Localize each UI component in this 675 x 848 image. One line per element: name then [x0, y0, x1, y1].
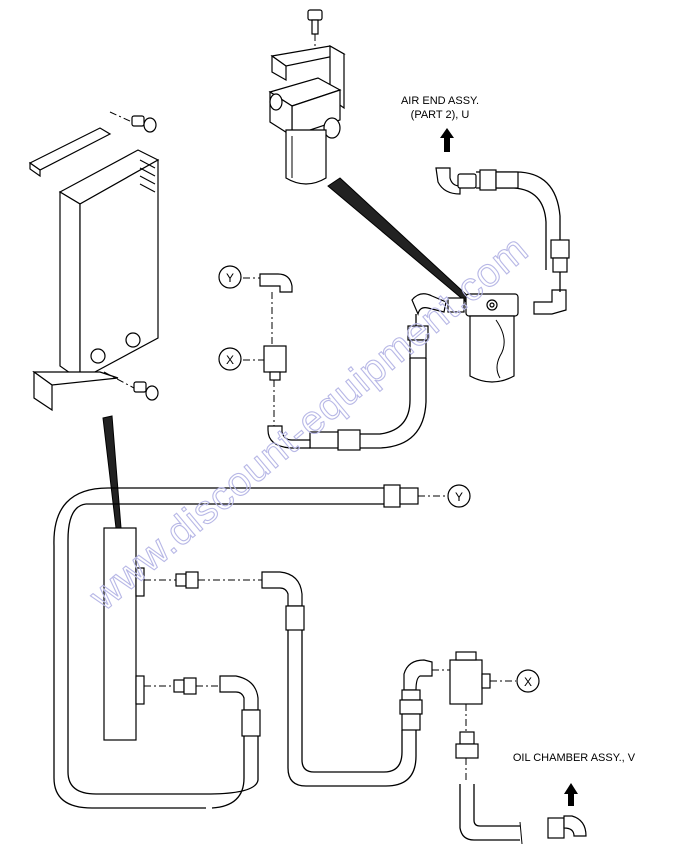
return-hose-to-y [53, 484, 446, 809]
callout-y-top-label: Y [226, 271, 234, 285]
callout-y-top: Y [218, 265, 242, 289]
cooler-schematic-block [103, 527, 145, 741]
xy-tee-lower [399, 651, 523, 845]
oil-chamber-elbow-fitting [547, 815, 587, 839]
air-end-elbow-fitting [435, 167, 477, 195]
cooler-upper-port-hose [144, 571, 417, 787]
callout-x-bottom-label: X [524, 675, 532, 689]
callout-y-bottom-label: Y [455, 490, 463, 504]
air-end-arrow [440, 128, 454, 152]
air-end-label-line2: (PART 2), U [411, 109, 470, 121]
oil-chamber-arrow [564, 783, 578, 806]
oil-filter-assembly [411, 289, 567, 383]
air-end-label-line1: AIR END ASSY. [401, 95, 479, 107]
oil-cooler-assembly [28, 111, 160, 412]
oil-chamber-label: OIL CHAMBER ASSY., V [513, 752, 636, 764]
cooler-top-bolt [109, 111, 157, 133]
cooler-fins [139, 159, 156, 193]
xy-tee-upper [243, 273, 311, 449]
cooler-lower-port-hose [144, 675, 261, 809]
hose-filter-to-tee [309, 314, 429, 451]
cooler-bottom-bolt [103, 371, 159, 401]
hose-filter-to-air-end [476, 169, 570, 292]
callout-x-bottom: X [516, 669, 540, 693]
callout-y-bottom: Y [447, 484, 471, 508]
callout-x-top-label: X [226, 353, 234, 367]
callout-x-top: X [218, 347, 242, 371]
cooler-pointer-wedge [102, 415, 122, 529]
filter-head-assembly [268, 9, 346, 185]
